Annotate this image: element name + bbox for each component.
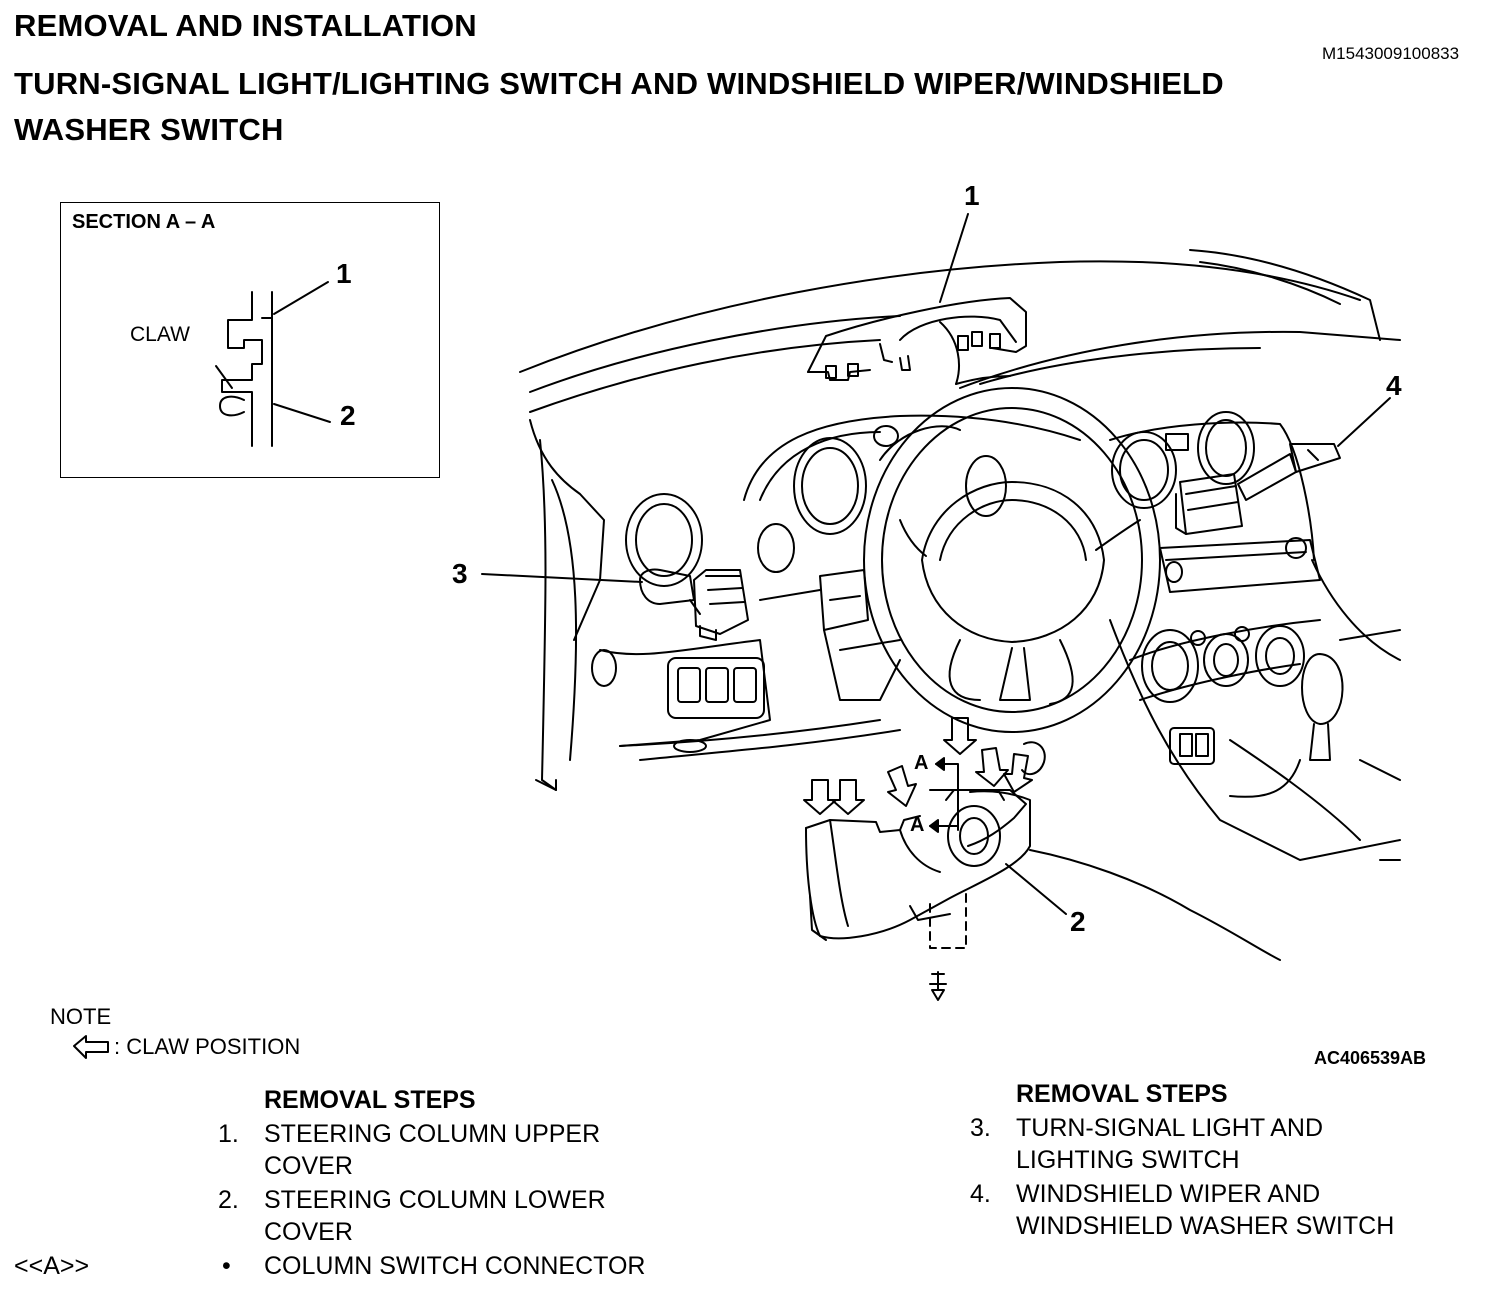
step-4-marker: 4. [970,1180,991,1208]
step-3-marker: 3. [970,1114,991,1142]
step-connector-marker: • [222,1252,231,1280]
section-title: REMOVAL AND INSTALLATION [14,8,477,43]
inset-leader-1 [273,281,329,315]
inset-callout-1: 1 [336,258,352,289]
figure-code: AC406539AB [1314,1048,1427,1068]
removal-steps-heading-right: REMOVAL STEPS [1016,1080,1228,1108]
callout-1: 1 [964,180,980,211]
turn-signal-switch-part [639,568,749,641]
upper-cover-part [807,297,1027,385]
inset-cross-section [215,281,331,447]
note-legend-text: : CLAW POSITION [114,1034,301,1059]
step-4-line1: WINDSHIELD WIPER AND [1016,1180,1321,1208]
inset-callout-2: 2 [340,400,356,431]
section-mark-a-upper: A [914,752,929,774]
document-code: M1543009100833 [1322,44,1460,63]
screw-part [929,893,967,1001]
section-a-markers [929,757,959,833]
steering-wheel [863,387,1161,733]
removal-steps-heading-left: REMOVAL STEPS [264,1086,476,1114]
claw-position-legend-arrow [73,1035,109,1059]
note-title: NOTE [50,1004,112,1029]
inset-leader-2 [273,403,331,423]
step-2-line2: COVER [264,1218,353,1246]
page-title-line2: WASHER SWITCH [14,112,284,147]
inset-claw-label: CLAW [130,323,190,346]
step-1-line2: COVER [264,1152,353,1180]
step-2-marker: 2. [218,1186,239,1214]
steering-column [759,569,901,701]
leader-2 [1005,863,1067,915]
leader-3 [481,573,643,583]
wiper-switch-part [1175,443,1341,535]
section-inset-box [60,202,440,478]
inset-title: SECTION A – A [72,211,216,233]
step-1-marker: 1. [218,1120,239,1148]
step-3-line2: LIGHTING SWITCH [1016,1146,1240,1174]
callout-2: 2 [1070,906,1086,937]
step-connector-line1: COLUMN SWITCH CONNECTOR [264,1252,646,1280]
step-1-line1: STEERING COLUMN UPPER [264,1120,601,1148]
callout-3: 3 [452,558,468,589]
step-4-line2: WINDSHIELD WASHER SWITCH [1016,1212,1395,1240]
step-3-line1: TURN-SIGNAL LIGHT AND [1016,1114,1323,1142]
lower-cover-part [805,789,1281,961]
claw-arrows [803,717,1046,815]
claw-leader-line [215,365,233,389]
leader-4 [1337,397,1391,447]
callout-leaders [481,213,1391,915]
callout-4: 4 [1386,370,1402,401]
step-2-line1: STEERING COLUMN LOWER [264,1186,606,1214]
section-mark-a-lower: A [910,814,925,836]
page-title-line1: TURN-SIGNAL LIGHT/LIGHTING SWITCH AND WI… [14,66,1224,101]
leader-1 [939,213,969,303]
step-connector-prefix: <<A>> [14,1252,90,1280]
dashboard-outline [519,249,1401,861]
